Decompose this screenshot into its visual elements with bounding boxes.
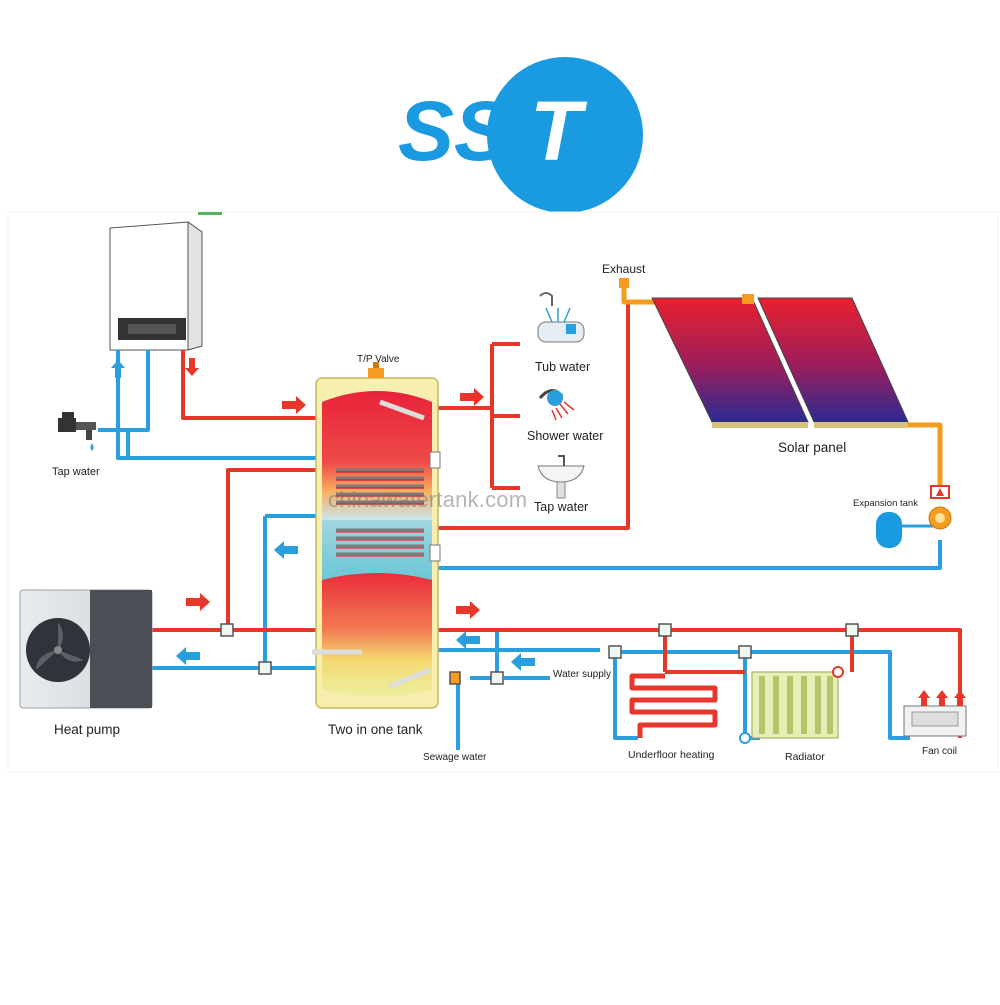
flow-arrow-icon [176,647,200,665]
shower-icon [538,389,575,421]
heat-exchange-coil-lower [336,528,424,556]
underfloor-heating-label: Underfloor heating [628,749,715,761]
fan-coil-label: Fan coil [922,746,958,757]
flow-arrow-icon [111,360,125,378]
faucet-icon [58,412,96,451]
fan-icon [36,622,84,670]
logo-circle [487,57,643,213]
flow-arrow-icon [185,358,199,376]
expansion-tank-label: Expansion tank [853,498,918,509]
flow-arrow-icon [456,631,480,649]
underfloor-heating-coil [629,673,718,738]
tap-water-inlet-label: Tap water [52,466,100,478]
flow-arrow-icon [460,388,484,406]
flow-arrow-icon [282,396,306,414]
frame-marker [198,212,222,215]
tap-water-outlet-label: Tap water [534,500,589,514]
hot-flow-arrows [185,358,484,619]
wall-boiler [109,221,203,351]
two-in-one-tank [312,362,441,709]
cold-pipes [98,350,942,750]
watermark-text: chinawatertank.com [328,487,528,512]
sewage-water-label: Sewage water [423,752,487,763]
valve-icon [368,368,384,378]
radiator-label: Radiator [785,751,825,763]
pump-icon [928,485,952,530]
shower-water-label: Shower water [527,429,604,443]
solar-pipes [621,282,943,495]
logo-text-left: SS [398,84,510,178]
heat-pump-label: Heat pump [54,722,121,737]
flow-arrow-icon [274,541,298,559]
bathtub-icon [537,292,585,343]
flow-arrow-icon [186,593,210,611]
heat-pump-unit [19,589,153,709]
water-supply-label: Water supply [553,669,611,680]
tub-water-label: Tub water [535,360,591,374]
fan-coil-unit [903,690,967,737]
exhaust-fitting [619,278,629,288]
sink-icon [537,455,585,499]
tp-valve-label: T/P Valve [357,354,400,365]
junction-valves [220,623,859,685]
logo-text-right: T [530,84,588,178]
two-in-one-tank-label: Two in one tank [328,722,423,737]
flow-arrow-icon [456,601,480,619]
exhaust-label: Exhaust [602,262,646,276]
heat-exchange-coil-upper [336,468,424,504]
flow-arrow-icon [511,653,535,671]
radiator-unit [739,666,844,744]
solar-panel-label: Solar panel [778,440,847,455]
solar-panel-array [651,294,909,428]
sst-logo: SS T [398,57,643,213]
cold-flow-arrows [111,360,535,671]
